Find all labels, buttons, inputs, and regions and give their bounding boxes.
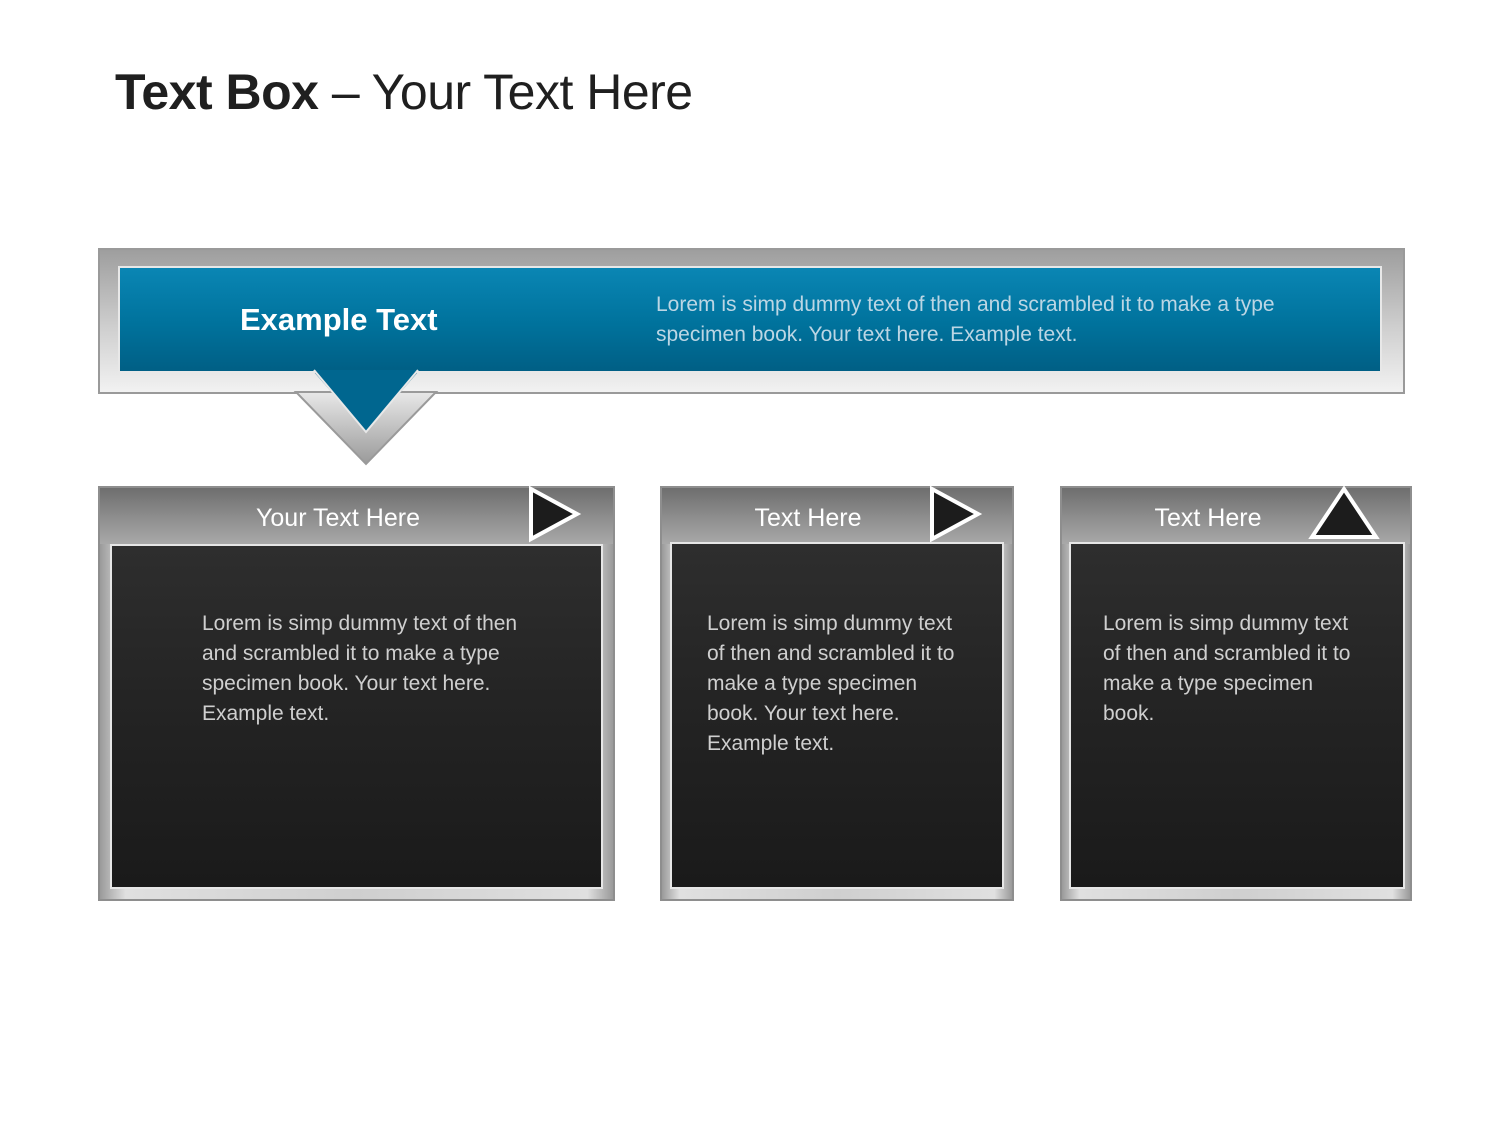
banner-pointer-fill xyxy=(313,369,419,434)
card-panel xyxy=(110,544,603,889)
play-icon xyxy=(930,485,983,543)
card-panel xyxy=(1069,542,1405,889)
card-title: Text Here xyxy=(754,504,862,532)
card-title: Your Text Here xyxy=(256,504,420,532)
banner-body: Lorem is simp dummy text of then and scr… xyxy=(656,293,1275,346)
triangle-up-icon xyxy=(1308,485,1380,539)
card-body: Lorem is simp dummy text of then and scr… xyxy=(1103,612,1351,725)
card-body: Lorem is simp dummy text of then and scr… xyxy=(202,612,518,725)
card-2 xyxy=(660,486,1014,901)
card-panel xyxy=(670,542,1004,889)
play-icon xyxy=(529,485,582,543)
card-3 xyxy=(1060,486,1412,901)
slide-title-rest: – Your Text Here xyxy=(318,64,693,120)
card-body: Lorem is simp dummy text of then and scr… xyxy=(707,612,955,755)
banner-panel xyxy=(118,266,1382,373)
slide-title: Text Box – Your Text Here xyxy=(115,62,693,122)
card-title: Text Here xyxy=(1154,504,1262,532)
slide-title-bold: Text Box xyxy=(115,64,319,120)
banner-heading: Example Text xyxy=(240,302,438,337)
card-1 xyxy=(98,486,615,901)
card-header xyxy=(100,488,613,544)
